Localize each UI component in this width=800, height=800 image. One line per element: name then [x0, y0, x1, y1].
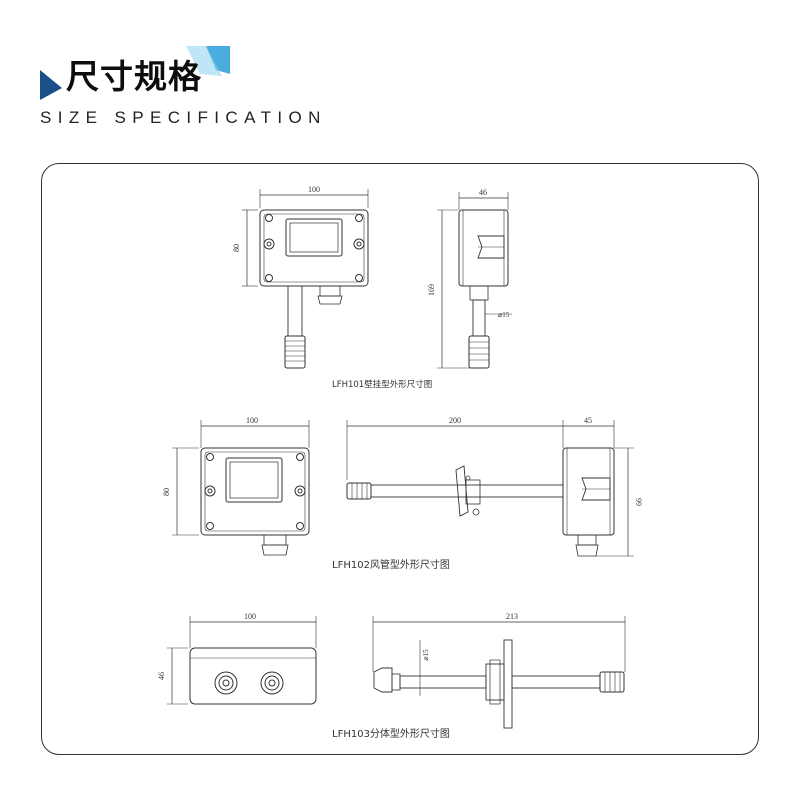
title-accent-icon — [40, 46, 230, 100]
page-subtitle: SIZE SPECIFICATION — [40, 108, 327, 127]
lfh102-caption: LFH102风管型外形尺寸图 — [332, 558, 450, 571]
lfh102-dim-height: 80 — [162, 488, 171, 496]
lfh103-dim-total-length: 213 — [506, 612, 518, 621]
lfh102-dim-side-height: 99 — [634, 498, 643, 506]
lfh101-dim-width: 100 — [308, 185, 320, 194]
lfh103-caption: LFH103分体型外形尺寸图 — [332, 727, 450, 740]
lfh103-dim-probe-dia: ⌀15 — [422, 649, 430, 661]
lfh101-dim-probe-dia: ⌀15 — [498, 311, 510, 319]
lfh102-dim-probe-length: 200 — [449, 416, 461, 425]
drawing-panel — [41, 163, 759, 755]
lfh101-front-view: 100 80 — [232, 185, 369, 369]
lfh101-dim-height: 80 — [232, 244, 241, 252]
lfh103-front-view: 100 46 — [157, 612, 317, 705]
lfh103-dim-width: 100 — [244, 612, 256, 621]
lfh103-dim-height: 46 — [157, 672, 166, 680]
lfh101-dim-total-height: 169 — [427, 284, 436, 296]
header: 尺寸规格 SIZE SPECIFICATION — [0, 0, 800, 160]
lfh102-dim-width: 100 — [246, 416, 258, 425]
lfh101-side-view: 46 169 ⌀15 — [427, 188, 512, 369]
page-title: 尺寸规格 — [66, 57, 202, 96]
lfh101-caption: LFH101壁挂型外形尺寸图 — [332, 379, 432, 390]
lfh102-side-view: 200 45 99 — [346, 416, 643, 557]
lfh102-front-view: 100 80 — [162, 416, 310, 556]
lfh103-side-view: 213 ⌀15 — [372, 612, 626, 729]
lfh101-dim-side-depth: 46 — [479, 188, 487, 197]
lfh102-dim-side-depth: 45 — [584, 416, 592, 425]
